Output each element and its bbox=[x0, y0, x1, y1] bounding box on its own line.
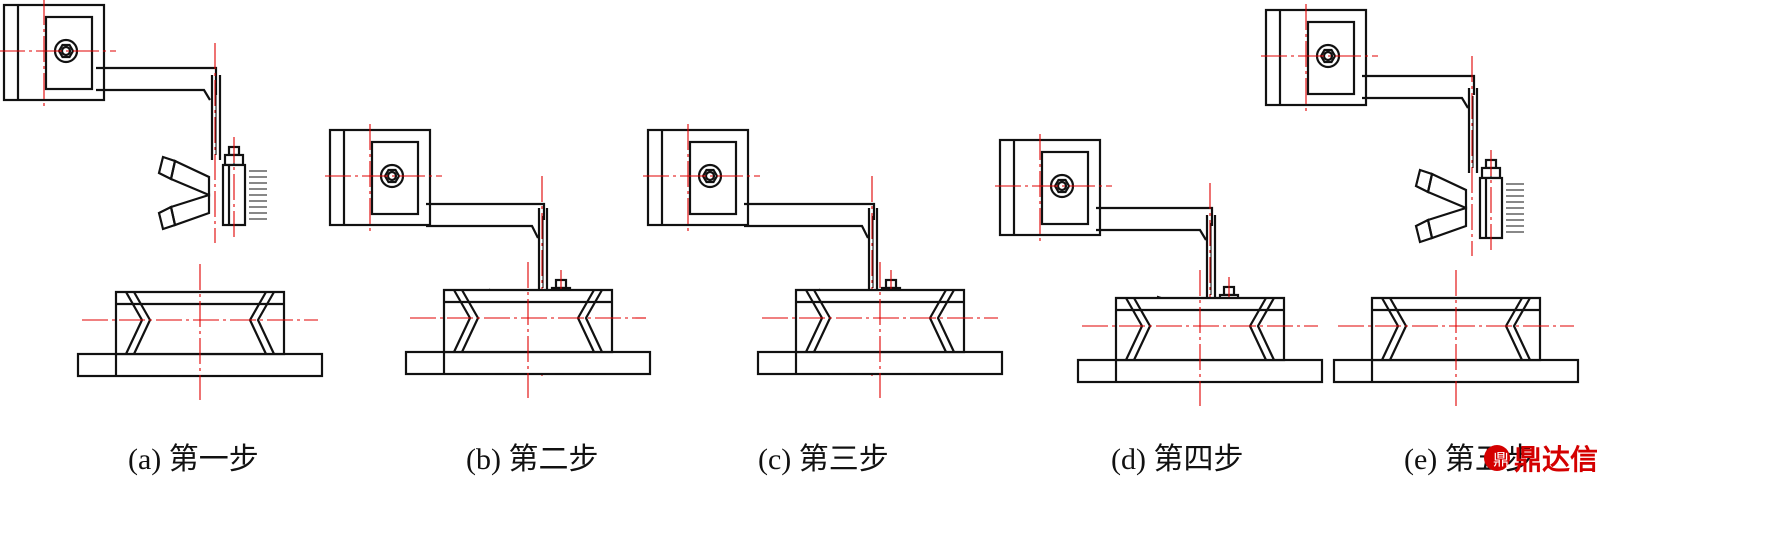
watermark-text: 鼎达信 bbox=[1514, 443, 1598, 476]
watermark: 鼎 鼎达信 bbox=[1484, 443, 1598, 476]
caption-b: (b) 第二步 bbox=[466, 443, 598, 476]
caption-a: (a) 第一步 bbox=[128, 443, 259, 476]
watermark-logo-glyph: 鼎 bbox=[1493, 450, 1509, 469]
panel-e bbox=[1259, 2, 1580, 408]
caption-d: (d) 第四步 bbox=[1111, 443, 1243, 476]
caption-e: (e) 第五步 bbox=[1404, 443, 1535, 476]
panel-a bbox=[0, 0, 324, 402]
panel-b bbox=[323, 122, 652, 400]
panel-c bbox=[641, 122, 1004, 400]
watermark-logo-icon bbox=[1484, 445, 1510, 471]
caption-c: (c) 第三步 bbox=[758, 443, 889, 476]
panel-d bbox=[993, 132, 1324, 408]
